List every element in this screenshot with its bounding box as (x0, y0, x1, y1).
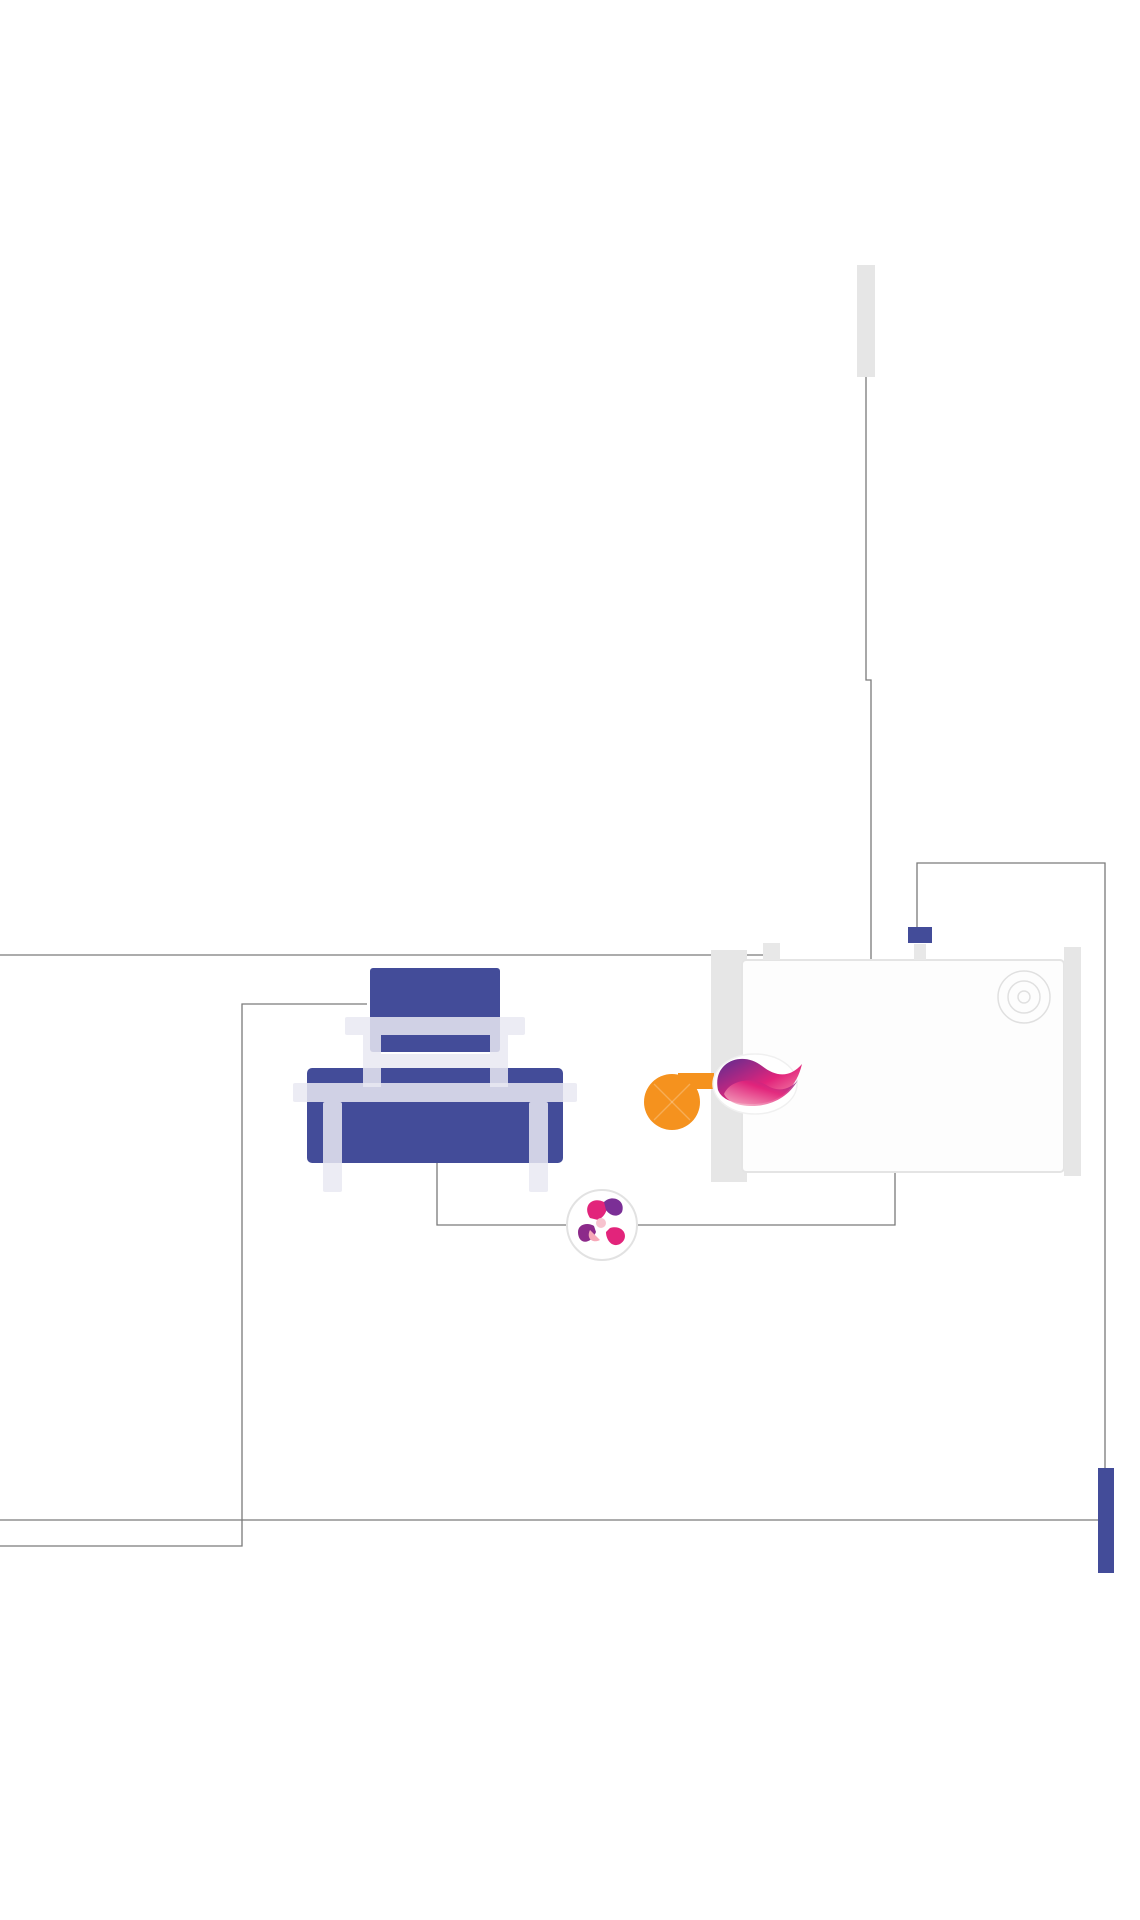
circulation-pump-icon (566, 1189, 638, 1261)
pipe-vent-riser (865, 375, 872, 960)
support-frame (293, 1017, 577, 1192)
boiler-valve-stem (914, 944, 926, 960)
pipe-return-loop-2 (635, 1172, 896, 1226)
outlet-terminal-icon (1098, 1468, 1114, 1573)
pipe-network (0, 375, 1106, 1547)
valve-icon (908, 927, 932, 943)
pipe-right-loop (916, 862, 1106, 1470)
burner-blower-icon (644, 1073, 714, 1130)
unit-base-block (307, 1068, 563, 1163)
unit-top-block (370, 968, 500, 1052)
pipe-left-loop (0, 1003, 367, 1547)
pressure-gauge-icon (997, 970, 1051, 1024)
boiler-top-nozzle (763, 943, 780, 960)
pump-impeller (578, 1198, 625, 1246)
boiler-rear-panel (1064, 947, 1081, 1176)
generator-unit-icon (293, 968, 577, 1192)
vent-stack-icon (857, 265, 875, 377)
pipe-return-loop (436, 1163, 567, 1226)
flame-icon (712, 1053, 802, 1115)
boiler-body (741, 959, 1065, 1173)
